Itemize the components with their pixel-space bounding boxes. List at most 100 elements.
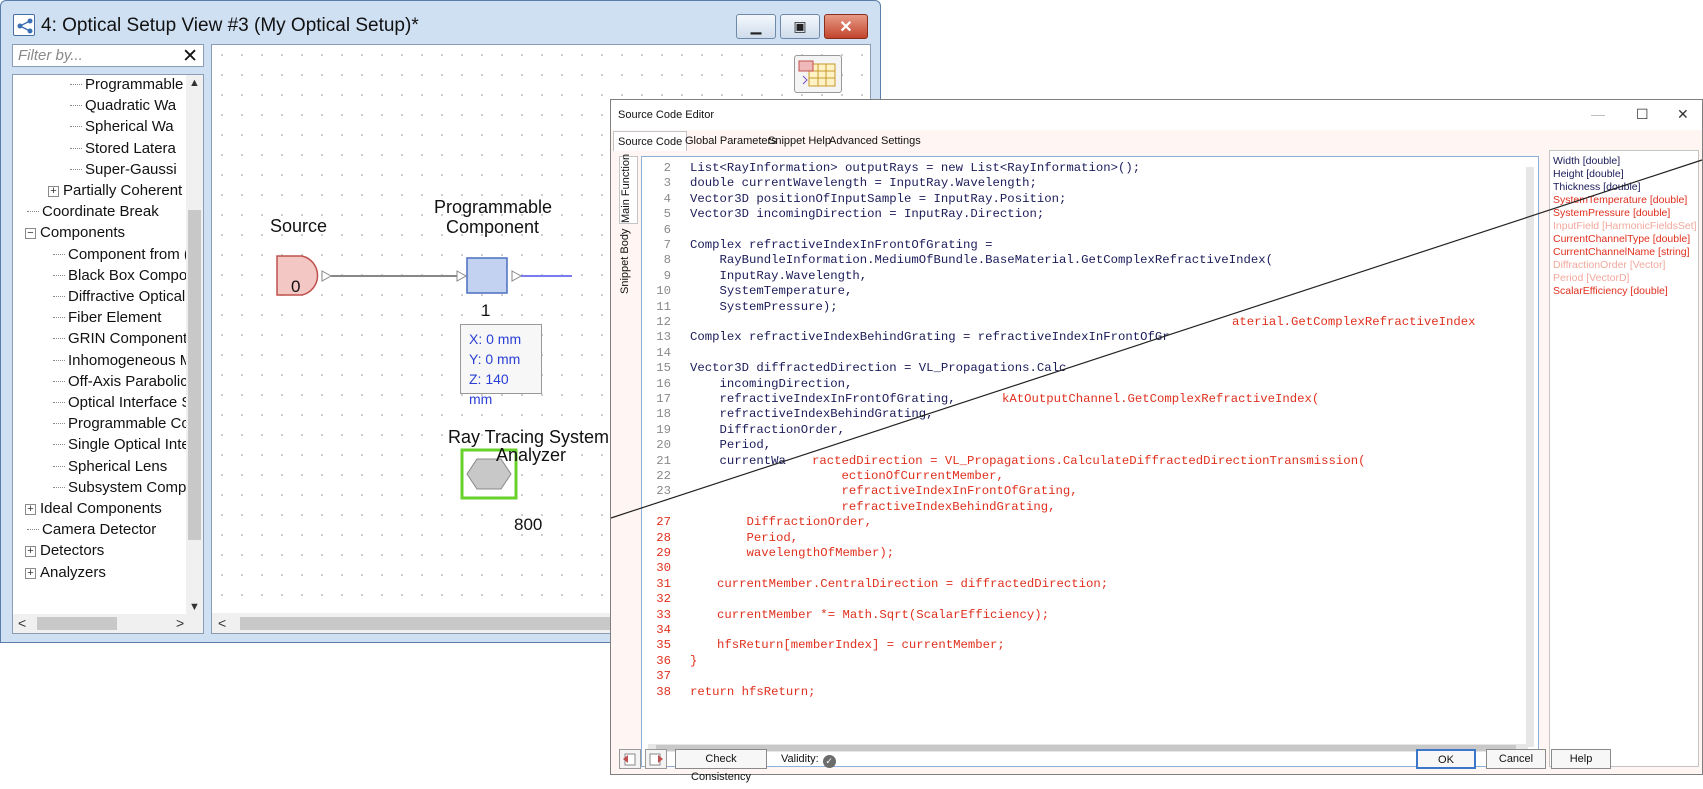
code-scroll-thumb[interactable] [656,745,1516,751]
code-line: 6 [642,223,1522,238]
editor-minimize-button[interactable]: — [1591,106,1605,122]
editor-title-bar[interactable]: Source Code Editor — ☐ ✕ [611,100,1702,130]
parameter-item[interactable]: Thickness [double] [1553,181,1641,193]
tree-item[interactable]: Spherical Lens [53,456,167,477]
analyzer-label-2: Analyzer [496,445,567,465]
tree-item-label: Coordinate Break [42,203,159,221]
code-line-highlight: kAtOutputChannel.GetComplexRefractiveInd… [642,392,1522,407]
line-number: 14 [656,345,671,360]
tree-item[interactable]: +Ideal Components [25,498,162,519]
scroll-right-icon[interactable]: > [176,615,185,631]
tree-item[interactable]: Fiber Element [53,307,161,328]
maximize-button[interactable]: ▣ [780,14,820,39]
editor-close-button[interactable]: ✕ [1677,106,1689,122]
position-tooltip: X: 0 mm Y: 0 mm Z: 140 mm [460,324,542,407]
tree-item[interactable]: Programmable Co [53,413,190,434]
tree-item[interactable]: Off-Axis Parabolic [53,371,188,392]
code-line: 19 DiffractionOrder, [642,423,1522,438]
pos-y: Y: 0 mm [469,351,521,367]
tree-item[interactable]: Diffractive Optical [53,286,185,307]
tree-item[interactable]: Component from ( [53,244,189,265]
parameter-item[interactable]: CurrentChannelName [string] [1553,246,1690,258]
parameter-item[interactable]: Period [VectorD] [1553,272,1630,284]
parameter-item[interactable]: Height [double] [1553,168,1624,180]
tab-global-parameters[interactable]: Global Parameters [685,135,777,147]
tree-item-label: Programmable [85,76,184,93]
clear-filter-icon[interactable]: ✕ [182,46,198,67]
code-horizontal-scrollbar[interactable] [648,744,1528,752]
expander-icon[interactable]: + [25,546,36,558]
scroll-down-icon[interactable]: ▼ [189,601,200,613]
close-button[interactable]: ✕ [824,14,868,39]
tree-item[interactable]: Stored Latera [70,138,176,159]
parameter-item[interactable]: CurrentChannelType [double] [1553,233,1691,245]
tab-advanced-settings[interactable]: Advanced Settings [829,135,921,147]
tree-connector [53,402,65,403]
vtab-main-function[interactable]: Main Function [619,154,638,224]
tree-item[interactable]: Subsystem Compo [53,477,195,498]
code-text: return hfsReturn; [690,684,816,699]
tree-item[interactable]: Quadratic Wa [70,95,176,116]
setup-title-bar[interactable]: 4: Optical Setup View #3 (My Optical Set… [1,1,880,45]
parameter-item[interactable]: InputField [HarmonicFieldsSet] [1553,220,1697,232]
parameter-item[interactable]: SystemTemperature [double] [1553,194,1688,206]
scroll-left-icon[interactable]: < [18,615,27,631]
expander-icon[interactable]: + [48,186,59,197]
import-icon[interactable] [619,749,641,769]
setup-canvas[interactable]: Source 0 Programmable Component 1 X: 0 m… [211,44,871,634]
expander-icon[interactable]: + [25,567,36,579]
tree-item[interactable]: Inhomogeneous M [53,350,192,371]
filter-input[interactable]: Filter by... ✕ [12,44,204,67]
parameter-item[interactable]: Width [double] [1553,155,1621,167]
tree-item[interactable]: Single Optical Inte [53,434,190,455]
tree-item[interactable]: +Analyzers [25,562,106,583]
parameter-item[interactable]: DiffractionOrder [Vector] [1553,259,1666,271]
tree-item-label: Component from ( [68,245,189,263]
code-line-highlight: 29 wavelengthOfMember); [642,546,1522,561]
tree-item[interactable]: Programmable [70,75,184,95]
tree-horizontal-scrollbar[interactable]: <> [13,614,203,633]
code-text: refractiveIndexInFrontOfGrating, [812,484,1078,499]
export-icon[interactable] [645,749,667,769]
tree-item-label: Single Optical Inte [68,436,190,454]
code-text: Vector3D incomingDirection = InputRay.Di… [690,207,1045,222]
code-text: currentMember.CentralDirection = diffrac… [717,576,1109,591]
parameter-list[interactable]: Width [double]Height [double]Thickness [… [1549,150,1699,767]
tab-source-code[interactable]: Source Code [613,131,688,151]
expander-icon[interactable]: − [25,228,36,240]
ok-button[interactable]: OK [1416,749,1476,769]
help-button[interactable]: Help [1551,749,1611,769]
editor-maximize-button[interactable]: ☐ [1636,106,1649,122]
tree-item[interactable]: Black Box Compo [53,265,187,286]
tree-scroll-thumb[interactable] [188,210,201,540]
parameter-item[interactable]: SystemPressure [double] [1553,207,1671,219]
tree-hscroll-thumb[interactable] [37,617,117,630]
tree-item[interactable]: Coordinate Break [27,201,159,222]
tree-item[interactable]: +Detectors [25,540,104,561]
check-consistency-button[interactable]: Check Consistency [675,749,767,783]
tree-item[interactable]: Camera Detector [27,519,156,540]
canvas-scroll-left-icon[interactable]: < [218,615,227,631]
code-vertical-scrollbar[interactable] [1526,167,1534,747]
tab-snippet-help[interactable]: Snippet Help [768,135,831,147]
tree-item[interactable]: GRIN Component [53,328,187,349]
scroll-up-icon[interactable]: ▲ [189,77,200,89]
tree-item[interactable]: −Components [25,222,125,243]
tree-vertical-scrollbar[interactable]: ▲▼ [186,75,203,616]
table-view-icon[interactable] [794,55,842,93]
cancel-button[interactable]: Cancel [1486,749,1546,769]
tree-item[interactable]: +Partially Coherent [48,180,182,201]
code-text: SystemTemperature, [690,284,853,299]
vtab-snippet-body[interactable]: Snippet Body [619,228,631,294]
tree-item[interactable]: Spherical Wa [70,116,174,137]
source-label: Source [270,216,328,236]
expander-icon[interactable]: + [25,504,36,515]
tree-item[interactable]: Optical Interface S [53,392,191,413]
code-text: kAtOutputChannel.GetComplexRefractiveInd… [1002,392,1320,406]
tree-item[interactable]: Super-Gaussi [70,159,177,180]
minimize-button[interactable]: ▁ [736,14,776,39]
parameter-item[interactable]: ScalarEfficiency [double] [1553,285,1668,297]
